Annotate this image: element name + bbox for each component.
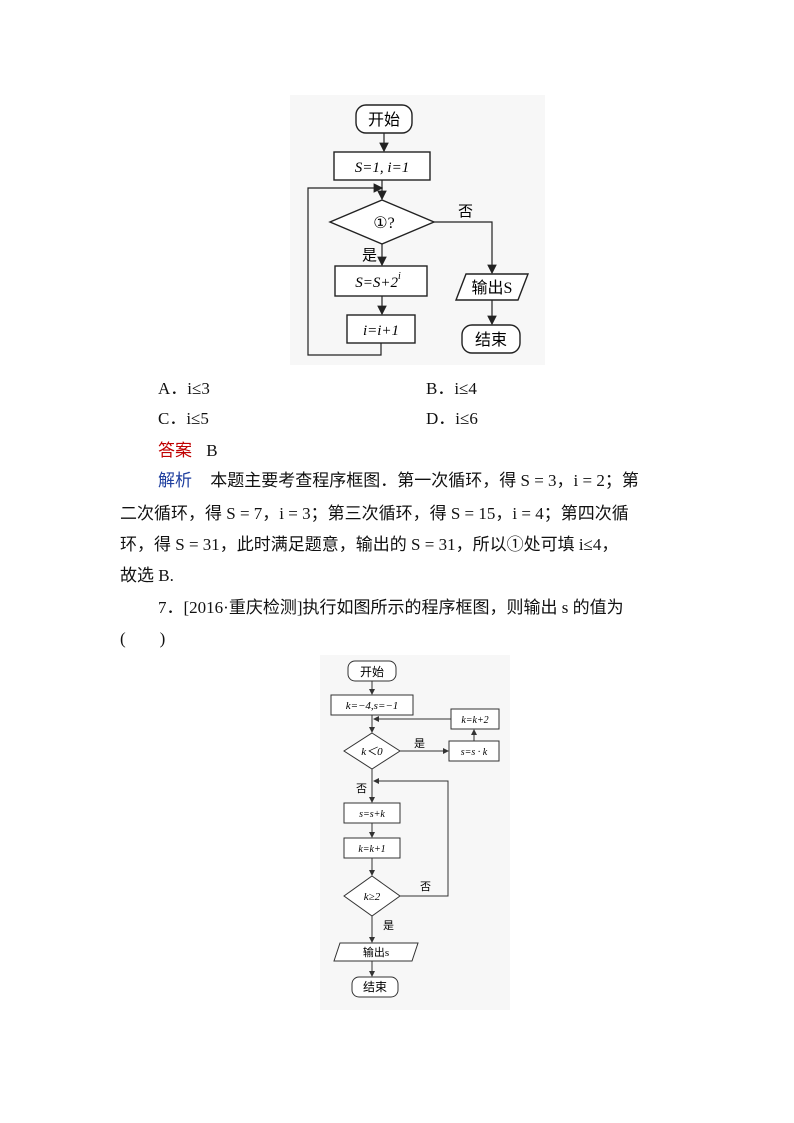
option-c: C．i≤5 <box>158 409 209 428</box>
analysis-line-4: 故选 B. <box>120 566 174 585</box>
flowchart-1: 开始 S=1, i=1 ①? 否 是 S=S+2i i=i+1 输出S 结束 <box>290 95 545 365</box>
analysis-line-1: 解析 本题主要考查程序框图．第一次循环，得 S = 3，i = 2；第 <box>158 471 639 491</box>
answer-label: 答案 <box>158 441 192 460</box>
answer-row: 答案 B <box>158 441 218 461</box>
output-label-2: 输出s <box>363 945 389 959</box>
no-label-2b: 否 <box>420 881 431 893</box>
init-label-2: k=−4,s=−1 <box>346 700 399 712</box>
analysis-text-1: 本题主要考查程序框图．第一次循环，得 S = 3，i = 2；第 <box>210 471 639 490</box>
analysis-line-3: 环，得 S = 31，此时满足题意，输出的 S = 31，所以①处可填 i≤4， <box>120 535 619 554</box>
inc-k2-label: k=k+2 <box>461 715 488 726</box>
no-label-2a: 否 <box>356 783 367 795</box>
flowchart-2: 开始 k=−4,s=−1 k＜0 是 s=s · k k=k+2 否 s=s+k… <box>320 655 510 1010</box>
start-label: 开始 <box>368 111 400 129</box>
condition-label-2a: k＜0 <box>361 746 383 758</box>
update-i-box <box>346 314 416 344</box>
question-7-line-2: ( ) <box>120 629 166 648</box>
option-d: D．i≤6 <box>426 409 478 428</box>
condition-label: ①? <box>373 215 394 232</box>
end-label: 结束 <box>475 331 507 349</box>
start-label-2: 开始 <box>360 665 384 679</box>
update-s-label: S=S+2i <box>355 271 401 291</box>
end-terminal-2 <box>351 976 399 998</box>
output-parallelogram <box>454 273 530 301</box>
answer-value: B <box>206 441 218 460</box>
condition-label-2b: k≥2 <box>364 891 381 903</box>
option-b: B．i≤4 <box>426 379 477 398</box>
mult-label: s=s · k <box>461 747 488 758</box>
init-label: S=1, i=1 <box>355 160 409 176</box>
output-parallelogram-2 <box>333 942 419 962</box>
analysis-label: 解析 <box>158 471 192 490</box>
add-label: s=s+k <box>359 809 385 820</box>
end-label-2: 结束 <box>363 980 387 994</box>
option-a: A．i≤3 <box>158 379 210 398</box>
analysis-line-2: 二次循环，得 S = 7，i = 3；第三次循环，得 S = 15，i = 4；… <box>120 504 629 523</box>
no-label: 否 <box>458 204 473 220</box>
yes-label: 是 <box>362 248 377 264</box>
update-i-label: i=i+1 <box>363 323 399 339</box>
question-7-line-1: 7．[2016·重庆检测]执行如图所示的程序框图，则输出 s 的值为 <box>158 598 624 617</box>
output-label: 输出S <box>472 279 513 297</box>
update-s-box <box>334 265 428 297</box>
inc-k1-label: k=k+1 <box>358 844 385 855</box>
end-terminal <box>461 324 521 354</box>
yes-label-2b: 是 <box>383 919 394 932</box>
yes-label-2a: 是 <box>414 737 425 750</box>
